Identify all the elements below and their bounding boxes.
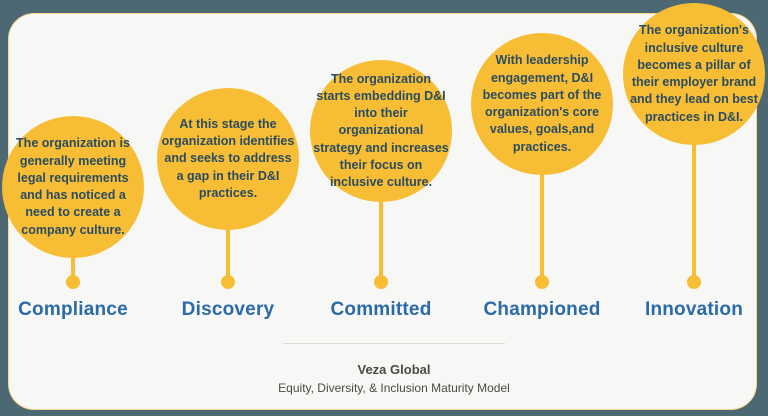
discovery-bubble: At this stage the organization identifie… [157,88,299,230]
model-subtitle: Equity, Diversity, & Inclusion Maturity … [278,381,510,395]
discovery-stem [226,222,230,282]
committed-stem [379,194,383,282]
committed-bubble: The organization starts embedding D&I in… [310,60,452,202]
championed-stem [540,167,544,282]
championed-bubble: With leadership engagement, D&I becomes … [471,33,613,175]
compliance-dot [66,275,80,289]
innovation-description: The organization's inclusive culture bec… [630,23,758,124]
committed-dot [374,275,388,289]
compliance-bubble: The organization is generally meeting le… [2,116,144,258]
compliance-stem [71,250,75,282]
innovation-stem [692,137,696,282]
championed-dot [535,275,549,289]
committed-label: Committed [330,299,432,320]
discovery-label: Discovery [181,299,275,320]
innovation-bubble: The organization's inclusive culture bec… [623,3,765,145]
discovery-dot [221,275,235,289]
committed-description: The organization starts embedding D&I in… [313,71,449,190]
innovation-label: Innovation [644,299,744,320]
discovery-description: At this stage the organization identifie… [161,116,295,200]
footer-divider [283,343,505,344]
championed-label: Championed [483,299,601,320]
brand-name: Veza Global [357,362,431,377]
compliance-label: Compliance [18,299,128,320]
championed-description: With leadership engagement, D&I becomes … [482,53,602,154]
innovation-dot [687,275,701,289]
compliance-description: The organization is generally meeting le… [16,136,130,237]
